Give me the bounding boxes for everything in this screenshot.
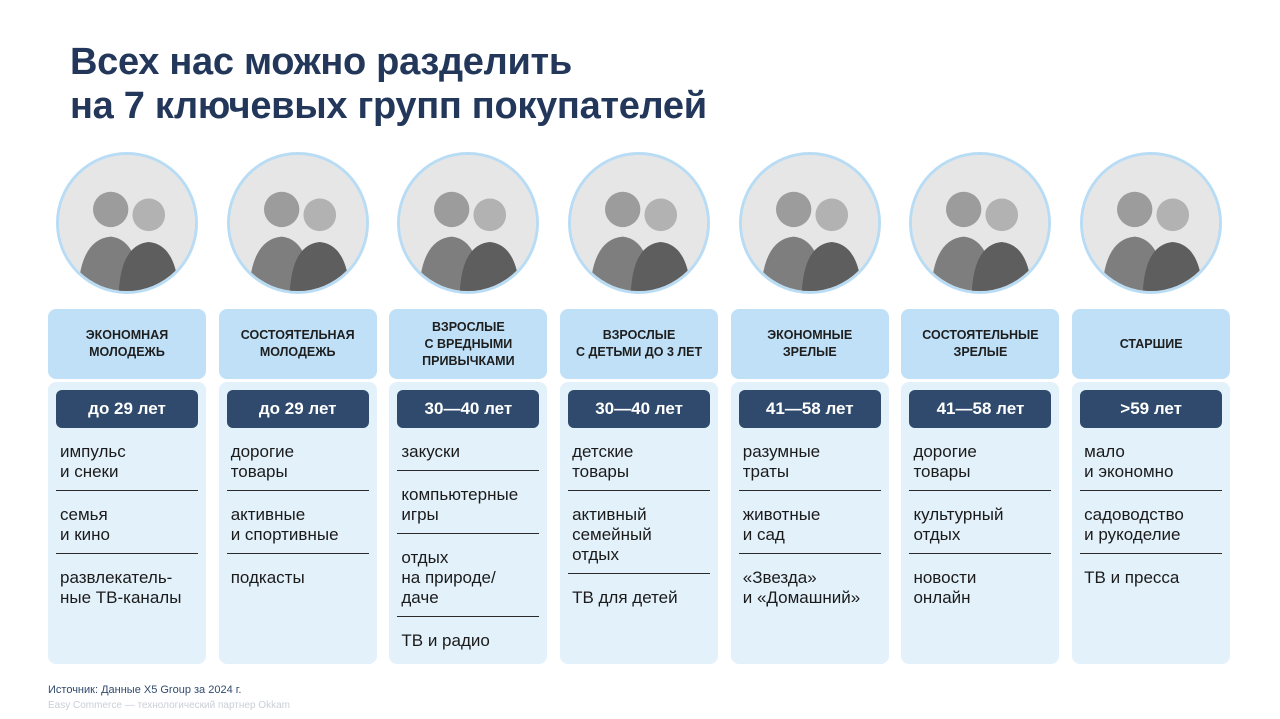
- segment-groups: ЭКОНОМНАЯ МОЛОДЕЖЬ до 29 лет импульс и сне…: [48, 152, 1231, 664]
- group-name: ВЗРОСЛЫЕ С ВРЕДНЫМИ ПРИВЫЧКАМИ: [389, 309, 548, 379]
- group-details: 41—58 лет дорогие товары культурный отдых н…: [901, 382, 1060, 664]
- age-badge: до 29 лет: [226, 390, 369, 428]
- interest-item: детские товары: [568, 440, 711, 491]
- interest-item: развлекатель- ные ТВ-каналы: [60, 568, 182, 607]
- group-photo: [1080, 152, 1223, 294]
- interest-item: «Звезда» и «Домашний»: [742, 568, 861, 607]
- interest-list: дорогие товары культурный отдых новости он…: [909, 440, 1052, 616]
- source-note: Источник: Данные X5 Group за 2024 г.: [48, 684, 242, 696]
- age-badge: 41—58 лет: [909, 390, 1052, 428]
- group-name: ЭКОНОМНАЯ МОЛОДЕЖЬ: [48, 309, 206, 379]
- group-column: ЭКОНОМНАЯ МОЛОДЕЖЬ до 29 лет импульс и сне…: [48, 152, 206, 664]
- group-column: СОСТОЯТЕЛЬНЫЕ ЗРЕЛЫЕ 41—58 лет дорогие тов…: [901, 152, 1060, 664]
- interest-list: импульс и снеки семья и кино развлекатель-…: [56, 440, 198, 616]
- group-photo: [909, 152, 1052, 294]
- group-details: >59 лет мало и экономно садоводство и руко…: [1072, 382, 1231, 664]
- interest-item: животные и сад: [738, 503, 881, 554]
- partner-note: Easy Commerce — технологический партнер …: [48, 700, 290, 711]
- group-name: СОСТОЯТЕЛЬНАЯ МОЛОДЕЖЬ: [218, 309, 377, 379]
- age-badge: 30—40 лет: [568, 390, 711, 428]
- group-column: СОСТОЯТЕЛЬНАЯ МОЛОДЕЖЬ до 29 лет дорогие т…: [218, 152, 377, 664]
- interest-item: закуски: [397, 440, 540, 471]
- group-name: ВЗРОСЛЫЕ С ДЕТЬМИ ДО 3 ЛЕТ: [560, 309, 719, 379]
- age-badge: до 29 лет: [56, 390, 198, 428]
- interest-item: отдых на природе/ даче: [397, 546, 540, 617]
- group-name: СТАРШИЕ: [1072, 309, 1231, 379]
- interest-item: новости онлайн: [913, 568, 977, 607]
- interest-list: дорогие товары активные и спортивные подка…: [226, 440, 369, 596]
- page-title: Всех нас можно разделить на 7 ключевых г…: [70, 40, 707, 128]
- interest-item: импульс и снеки: [56, 440, 198, 491]
- interest-item: мало и экономно: [1080, 440, 1223, 491]
- interest-item: разумные траты: [738, 440, 881, 491]
- group-column: СТАРШИЕ >59 лет мало и экономно садоводство…: [1072, 152, 1231, 664]
- group-name: СОСТОЯТЕЛЬНЫЕ ЗРЕЛЫЕ: [901, 309, 1060, 379]
- interest-item: культурный отдых: [909, 503, 1052, 554]
- interest-list: детские товары активный семейный отдых ТВ …: [568, 440, 711, 616]
- interest-item: подкасты: [230, 568, 305, 587]
- group-photo: [568, 152, 711, 294]
- interest-list: разумные траты животные и сад «Звезда» и «…: [738, 440, 881, 616]
- page-title-line-2: на 7 ключевых групп покупателей: [70, 85, 707, 127]
- group-column: ВЗРОСЛЫЕ С ВРЕДНЫМИ ПРИВЫЧКАМИ 30—40 лет з…: [389, 152, 548, 664]
- group-details: до 29 лет импульс и снеки семья и кино разв…: [48, 382, 206, 664]
- interest-item: активные и спортивные: [226, 503, 369, 554]
- group-photo: [738, 152, 881, 294]
- group-column: ЭКОНОМНЫЕ ЗРЕЛЫЕ 41—58 лет разумные траты ж…: [730, 152, 889, 664]
- age-badge: 41—58 лет: [738, 390, 881, 428]
- group-column: ВЗРОСЛЫЕ С ДЕТЬМИ ДО 3 ЛЕТ 30—40 лет детск…: [560, 152, 719, 664]
- interest-item: дорогие товары: [226, 440, 369, 491]
- age-badge: 30—40 лет: [397, 390, 540, 428]
- interest-item: компьютерные игры: [397, 483, 540, 534]
- interest-list: закуски компьютерные игры отдых на природе…: [397, 440, 540, 659]
- group-details: до 29 лет дорогие товары активные и спорти…: [218, 382, 377, 664]
- interest-item: ТВ и пресса: [1084, 568, 1180, 587]
- group-photo: [397, 152, 540, 294]
- interest-item: ТВ и радио: [401, 631, 490, 650]
- group-details: 41—58 лет разумные траты животные и сад «Зв…: [730, 382, 889, 664]
- interest-item: ТВ для детей: [572, 588, 678, 607]
- group-photo: [56, 152, 198, 294]
- interest-item: садоводство и рукоделие: [1080, 503, 1223, 554]
- interest-item: семья и кино: [56, 503, 198, 554]
- group-details: 30—40 лет закуски компьютерные игры отдых н…: [389, 382, 548, 664]
- group-photo: [226, 152, 369, 294]
- group-name: ЭКОНОМНЫЕ ЗРЕЛЫЕ: [730, 309, 889, 379]
- age-badge: >59 лет: [1080, 390, 1223, 428]
- interest-item: дорогие товары: [909, 440, 1052, 491]
- page-title-line-1: Всех нас можно разделить: [70, 41, 572, 83]
- group-details: 30—40 лет детские товары активный семейный…: [560, 382, 719, 664]
- interest-item: активный семейный отдых: [568, 503, 711, 574]
